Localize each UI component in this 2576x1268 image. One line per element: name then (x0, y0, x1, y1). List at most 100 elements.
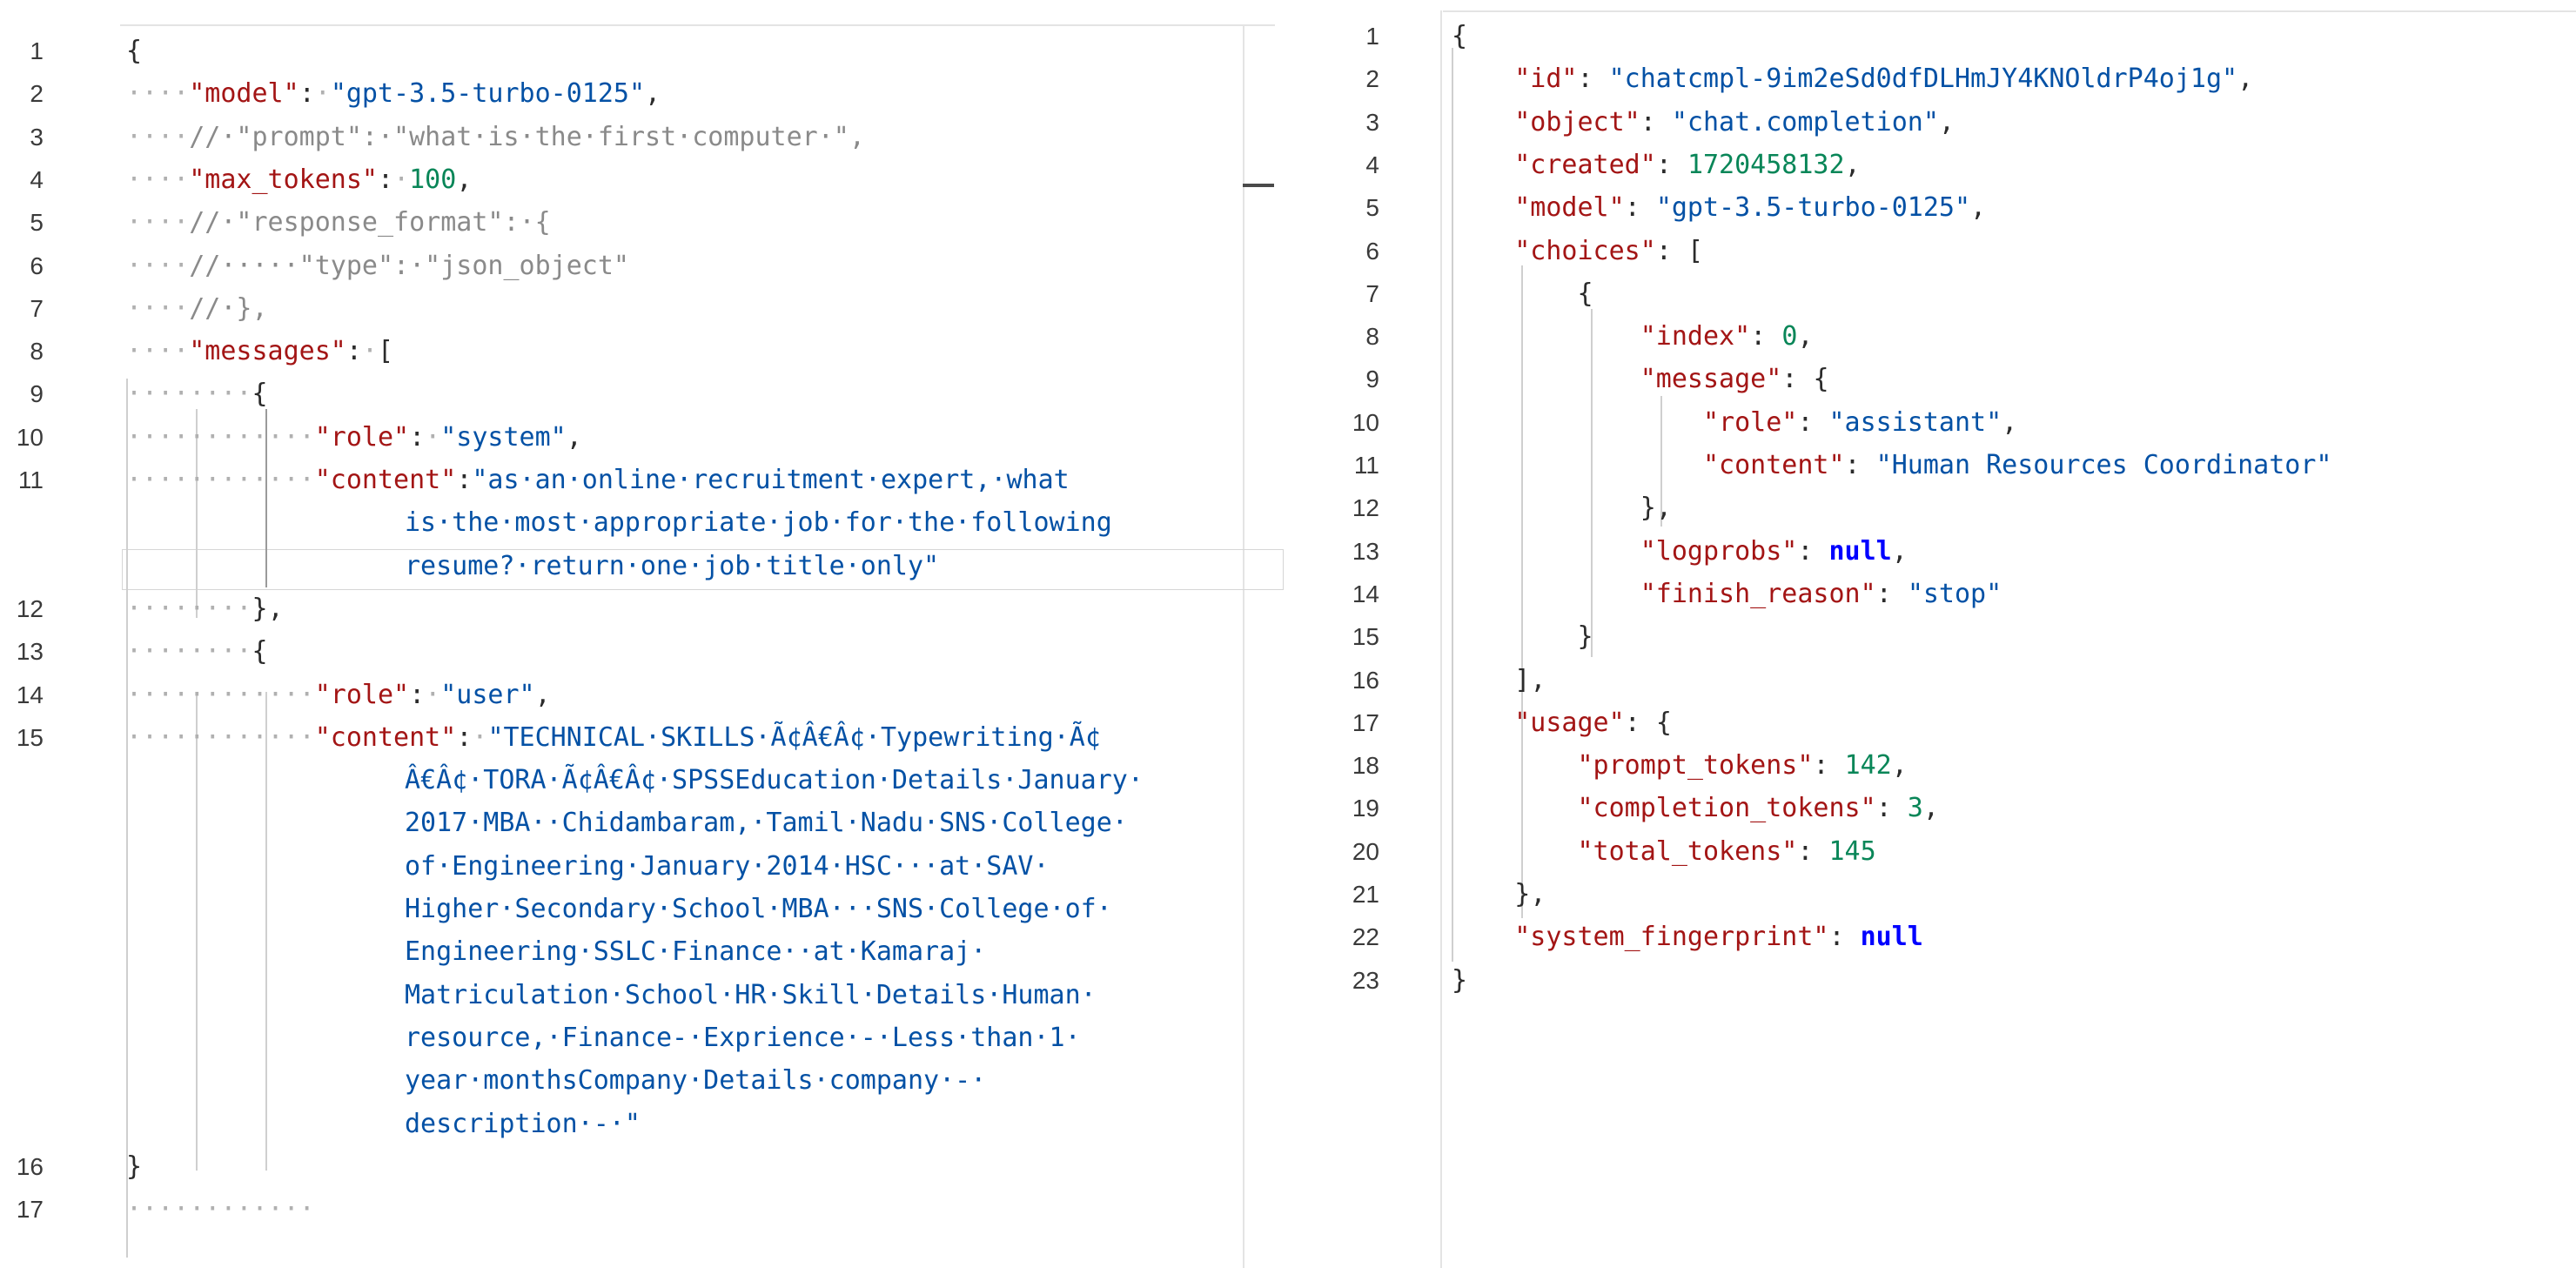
wrapped-line[interactable]: description·-·" (0, 1103, 1284, 1145)
code-line[interactable]: 9········{ (0, 372, 1284, 415)
editor-scrollbar[interactable] (1243, 26, 1244, 1268)
line-number: 6 (30, 252, 44, 279)
code-token: : (1875, 578, 1908, 609)
wrapped-line[interactable]: Engineering·SSLC·Finance··at·Kamaraj· (0, 930, 1284, 973)
code-line[interactable]: 9 "message": { (1299, 358, 2576, 400)
code-line[interactable]: 1{ (0, 30, 1284, 72)
code-line[interactable]: 19 "completion_tokens": 3, (1299, 787, 2576, 829)
code-token: : (345, 336, 362, 367)
code-line[interactable]: 20 "total_tokens": 145 (1299, 830, 2576, 873)
line-number: 1 (1365, 23, 1379, 50)
code-line[interactable]: 2····"model":·"gpt-3.5-turbo-0125", (0, 72, 1284, 115)
code-token: null (1828, 535, 1892, 567)
code-token: "user" (440, 679, 535, 710)
code-token: "completion_tokens" (1577, 793, 1876, 824)
line-number: 12 (1352, 494, 1379, 522)
code-line[interactable]: 21 }, (1299, 873, 2576, 916)
wrapped-code: resume?·return·one·job·title·only" (405, 550, 940, 581)
wrapped-line[interactable]: Matriculation·School·HR·Skill·Details·Hu… (0, 974, 1284, 1016)
code-token: "as·an·online·recruitment·expert,·what (472, 465, 1070, 495)
code-line[interactable]: 15 } (1299, 615, 2576, 658)
wrapped-line[interactable]: Â€Â¢·TORA·Ã¢Â€Â¢·SPSSEducation·Details·J… (0, 759, 1284, 802)
request-editor[interactable]: 1{2····"model":·"gpt-3.5-turbo-0125",3··… (0, 0, 1284, 1268)
code-token: //·}, (189, 292, 268, 324)
code-line[interactable]: 22 "system_fingerprint": null (1299, 916, 2576, 958)
line-code: "index": 0, (1452, 315, 1814, 358)
wrapped-code: description·-·" (405, 1108, 641, 1139)
code-line[interactable]: 17············ (0, 1188, 1284, 1231)
code-token: "id" (1514, 64, 1578, 95)
code-line[interactable]: 11 "content": "Human Resources Coordinat… (1299, 444, 2576, 486)
wrapped-line[interactable]: is·the·most·appropriate·job·for·the·foll… (0, 501, 1284, 544)
code-line[interactable]: 7····//·}, (0, 287, 1284, 330)
indent-guide (196, 409, 198, 618)
code-token: , (1938, 106, 1955, 138)
line-code: ············"content":"as·an·online·recr… (126, 459, 1070, 501)
code-line[interactable]: 7 { (1299, 272, 2576, 315)
wrapped-code: Engineering·SSLC·Finance··at·Kamaraj· (405, 936, 987, 968)
line-code: ····//·····"type":·"json_object" (126, 245, 629, 287)
wrapped-line[interactable]: of·Engineering·January·2014·HSC···at·SAV… (0, 845, 1284, 888)
response-viewer[interactable]: 1{2 "id": "chatcmpl-9im2eSd0dfDLHmJY4KNO… (1299, 0, 2576, 1268)
code-token: ········ (126, 593, 252, 624)
code-line[interactable]: 3 "object": "chat.completion", (1299, 101, 2576, 144)
line-code: "id": "chatcmpl-9im2eSd0dfDLHmJY4KNOldrP… (1452, 57, 2253, 100)
code-token: "system_fingerprint" (1514, 922, 1829, 953)
code-token: "usage" (1514, 707, 1625, 738)
code-line[interactable]: 16 ], (1299, 659, 2576, 701)
code-line[interactable]: 12········}, (0, 587, 1284, 630)
code-line[interactable]: 4 "created": 1720458132, (1299, 144, 2576, 186)
code-token (1452, 579, 1640, 609)
scrollbar-position-marker[interactable] (1243, 184, 1274, 187)
code-line[interactable]: 3····//·"prompt":·"what·is·the·first·com… (0, 116, 1284, 158)
code-token: ············ (126, 465, 315, 495)
code-token: ···· (126, 250, 190, 281)
code-line[interactable]: 18 "prompt_tokens": 142, (1299, 744, 2576, 787)
wrapped-line[interactable]: resume?·return·one·job·title·only" (0, 545, 1284, 587)
line-code: ········}, (126, 587, 284, 630)
code-line[interactable]: 10············"role":·"system", (0, 416, 1284, 459)
code-line[interactable]: 5····//·"response_format":·{ (0, 201, 1284, 244)
code-token: "prompt_tokens" (1577, 750, 1814, 782)
code-line[interactable]: 14 "finish_reason": "stop" (1299, 573, 2576, 615)
code-token: "max_tokens" (189, 164, 378, 195)
code-token: ] (1514, 664, 1531, 695)
line-number: 4 (1365, 151, 1379, 178)
wrapped-line[interactable]: resource,·Finance-·Exprience·-·Less·than… (0, 1016, 1284, 1059)
code-line[interactable]: 17 "usage": { (1299, 701, 2576, 744)
line-code: "content": "Human Resources Coordinator" (1452, 444, 2331, 486)
code-line[interactable]: 8 "index": 0, (1299, 315, 2576, 358)
code-token: : (1797, 835, 1829, 867)
code-token: ···· (126, 336, 190, 367)
code-line[interactable]: 4····"max_tokens":·100, (0, 158, 1284, 201)
code-line[interactable]: 15············"content":·"TECHNICAL·SKIL… (0, 716, 1284, 759)
code-token: , (566, 421, 582, 453)
code-line[interactable]: 14············"role":·"user", (0, 674, 1284, 716)
code-line[interactable]: 16} (0, 1145, 1284, 1188)
wrapped-line[interactable]: Higher·Secondary·School·MBA···SNS·Colleg… (0, 888, 1284, 930)
wrapped-line[interactable]: year·monthsCompany·Details·company·-· (0, 1059, 1284, 1102)
code-line[interactable]: 23} (1299, 959, 2576, 1002)
code-token: ············ (126, 679, 315, 710)
code-token: ············ (126, 421, 315, 453)
code-line[interactable]: 10 "role": "assistant", (1299, 401, 2576, 444)
code-line[interactable]: 13········{ (0, 630, 1284, 673)
code-line[interactable]: 1{ (1299, 15, 2576, 57)
code-token (1452, 236, 1514, 266)
code-line[interactable]: 6 "choices": [ (1299, 230, 2576, 272)
code-token: : (1624, 192, 1656, 224)
code-line[interactable]: 2 "id": "chatcmpl-9im2eSd0dfDLHmJY4KNOld… (1299, 57, 2576, 100)
code-line[interactable]: 8····"messages":·[ (0, 330, 1284, 372)
code-line[interactable]: 13 "logprobs": null, (1299, 530, 2576, 573)
line-number: 10 (1352, 408, 1379, 436)
code-token: "stop" (1907, 578, 2002, 609)
wrapped-line[interactable]: 2017·MBA··Chidambaram,·Tamil·Nadu·SNS·Co… (0, 802, 1284, 844)
code-token: "model" (189, 78, 299, 110)
code-line[interactable]: 11············"content":"as·an·online·re… (0, 459, 1284, 501)
code-token: [ (378, 336, 394, 367)
code-token: "TECHNICAL·SKILLS·Ã¢Â€Â¢·Typewriting·Ã¢ (487, 721, 1101, 753)
code-line[interactable]: 12 }, (1299, 486, 2576, 529)
code-line[interactable]: 5 "model": "gpt-3.5-turbo-0125", (1299, 186, 2576, 229)
code-line[interactable]: 6 ····//·····"type":·"json_object" (0, 245, 1284, 287)
code-token: : (1781, 364, 1814, 395)
